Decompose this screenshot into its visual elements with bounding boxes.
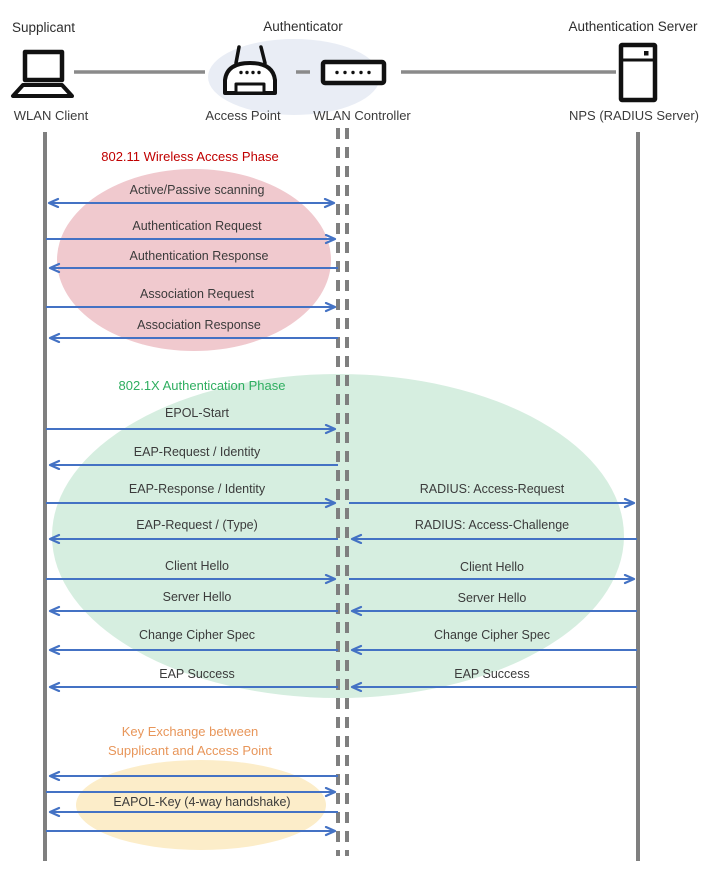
message-label: Association Response xyxy=(137,318,261,332)
message-label: EAP-Request / Identity xyxy=(133,445,261,459)
message-label: EAPOL-Key (4-way handshake) xyxy=(113,795,291,809)
phase3-ellipse xyxy=(76,760,326,850)
device-label-access-point: Access Point xyxy=(205,108,281,123)
actor-role-authenticator: Authenticator xyxy=(263,19,343,34)
message-label: EAP Success xyxy=(159,667,235,681)
message-label: Change Cipher Spec xyxy=(433,628,551,642)
message-label: EPOL-Start xyxy=(165,406,229,420)
server-icon xyxy=(618,42,658,103)
message-label: EAP-Request / (Type) xyxy=(136,518,258,532)
authenticator-ellipse xyxy=(208,39,380,115)
phase1-title: 802.11 Wireless Access Phase xyxy=(101,149,279,164)
phase3-title-line1: Key Exchange between xyxy=(121,724,259,739)
message-label: Client Hello xyxy=(460,560,524,574)
message-label: Authentication Request xyxy=(132,219,262,233)
message-label: Association Request xyxy=(140,287,254,301)
message-label: Change Cipher Spec xyxy=(138,628,256,642)
message-label: RADIUS: Access-Challenge xyxy=(414,518,570,532)
message-label: Authentication Response xyxy=(129,249,269,263)
access-point-icon xyxy=(223,45,277,95)
message-label: EAP Success xyxy=(454,667,530,681)
lifelines xyxy=(43,128,640,861)
phase1-ellipse xyxy=(57,169,331,351)
message-label: Client Hello xyxy=(165,559,229,573)
phase2-title: 802.1X Authentication Phase xyxy=(118,378,286,393)
laptop-icon xyxy=(11,49,74,98)
message-arrows xyxy=(46,203,637,831)
message-label: RADIUS: Access-Request xyxy=(419,482,565,496)
message-label: Active/Passive scanning xyxy=(129,183,265,197)
actor-role-authentication-server: Authentication Server xyxy=(568,19,698,34)
actor-role-supplicant: Supplicant xyxy=(12,20,76,35)
wlan-controller-icon xyxy=(320,59,387,86)
device-label-wlan-client: WLAN Client xyxy=(13,108,89,123)
message-label: Server Hello xyxy=(162,590,232,604)
device-label-wlan-controller: WLAN Controller xyxy=(313,108,411,123)
device-label-nps-radius-server: NPS (RADIUS Server) xyxy=(568,108,700,123)
phase3-title-line2: Supplicant and Access Point xyxy=(107,743,273,758)
message-label: Server Hello xyxy=(457,591,527,605)
message-label: EAP-Response / Identity xyxy=(128,482,266,496)
